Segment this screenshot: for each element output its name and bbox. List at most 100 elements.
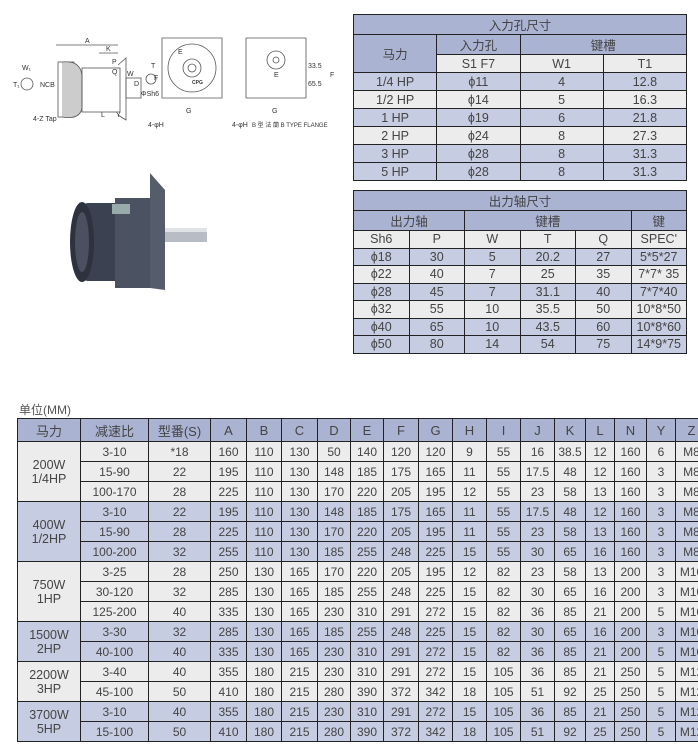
table-cell: 140 (350, 441, 384, 462)
table-cell: 165 (281, 581, 318, 602)
table-cell: ϕ28 (436, 144, 521, 163)
table-cell: 1/2 HP (352, 90, 438, 109)
table-cell: 165 (418, 501, 453, 522)
table-cell: 310 (350, 601, 384, 622)
table-cell: 3-10 (80, 501, 149, 522)
header-cell: F (383, 418, 419, 442)
gear-motor-photo (70, 173, 207, 290)
header-cell: J (520, 418, 555, 442)
table-cell: 372 (383, 721, 419, 742)
label-a: A (85, 38, 90, 45)
table-cell: 195 (210, 501, 247, 522)
table-cell: 250 (614, 721, 647, 742)
table-cell: 130 (246, 641, 282, 662)
header-cell: Y (646, 418, 676, 442)
table-cell: 160 (614, 461, 647, 482)
table-cell: 48 (554, 501, 586, 522)
table-cell: 3 (646, 541, 676, 562)
label-t1: T₁ (13, 82, 20, 89)
table-cell: 342 (418, 721, 453, 742)
table-title: 出力轴尺寸 (353, 190, 687, 211)
table-cell: 11 (452, 521, 487, 542)
table-cell: 13 (585, 561, 615, 582)
table-cell: 40 (148, 601, 211, 622)
table-cell: 36 (520, 701, 555, 722)
table-cell: 200 (614, 581, 647, 602)
table-cell: 285 (210, 621, 247, 642)
table-cell: 15-90 (80, 461, 149, 482)
table-cell: 51 (520, 681, 555, 702)
table-cell: 3 HP (352, 144, 438, 163)
table-cell: 40 (575, 282, 632, 301)
table-cell: 58 (554, 561, 586, 582)
table-cell: 13 (585, 521, 615, 542)
table-cell: 291 (383, 661, 419, 682)
table-cell: 12 (585, 441, 615, 462)
table-cell: 48 (554, 461, 586, 482)
label-g2: G (272, 108, 277, 115)
table-cell: 6 (519, 108, 604, 127)
table-cell: 30 (520, 581, 555, 602)
header-cell: A (210, 418, 247, 442)
label-ncb: NCB (40, 82, 55, 89)
table-cell: 60 (575, 317, 632, 336)
table-cell: 200 (614, 641, 647, 662)
table-cell: 15 (452, 601, 487, 622)
table-cell: 9 (452, 441, 487, 462)
table-cell: 195 (418, 481, 453, 502)
table-cell: 55 (486, 541, 521, 562)
header-cell: L (585, 418, 615, 442)
table-cell: 4 (519, 72, 604, 91)
table-cell: 291 (383, 701, 419, 722)
table-cell: 10*8*60 (630, 317, 687, 336)
table-cell: 1 HP (352, 108, 438, 127)
subheader-cell: Q (575, 230, 632, 249)
table-cell: 40 (148, 701, 211, 722)
table-cell: 40 (148, 661, 211, 682)
table-cell: 215 (281, 701, 318, 722)
table-cell: 85 (554, 661, 586, 682)
table-cell: 165 (418, 461, 453, 482)
table-cell: 272 (418, 661, 453, 682)
table-cell: 215 (281, 721, 318, 742)
table-cell: 55 (486, 501, 521, 522)
subheader-cell: W (464, 230, 521, 249)
table-cell: 335 (210, 641, 247, 662)
table-cell: 18 (452, 681, 487, 702)
table-cell: 130 (281, 541, 318, 562)
table-cell: 3-40 (80, 661, 149, 682)
power-cell: 200W 1/4HP (17, 441, 81, 502)
table-cell: M10 (675, 561, 698, 582)
table-cell: 355 (210, 701, 247, 722)
table-cell: 40-100 (80, 641, 149, 662)
table-cell: 25 (585, 681, 615, 702)
table-cell: 110 (246, 521, 282, 542)
table-cell: 225 (418, 621, 453, 642)
brand-logo: CPG (192, 80, 203, 86)
table-cell: 105 (486, 721, 521, 742)
table-cell: 105 (486, 701, 521, 722)
table-cell: 175 (383, 461, 419, 482)
table-cell: 15 (452, 621, 487, 642)
label-h2: 4-φH (232, 122, 248, 129)
table-cell: 3 (646, 481, 676, 502)
table-cell: 85 (554, 701, 586, 722)
subheader-cell: S1 F7 (436, 54, 521, 73)
table-cell: ϕ24 (436, 126, 521, 145)
table-cell: 280 (317, 681, 351, 702)
table-cell: 205 (383, 561, 419, 582)
table-cell: 180 (246, 701, 282, 722)
table-cell: 75 (575, 335, 632, 354)
power-cell: 3700W 5HP (17, 701, 81, 742)
table-cell: 22 (148, 461, 211, 482)
table-cell: M8 (675, 481, 698, 502)
table-cell: 65 (554, 621, 586, 642)
table-cell: 120 (418, 441, 453, 462)
table-cell: 65 (554, 541, 586, 562)
table-cell: 3-25 (80, 561, 149, 582)
